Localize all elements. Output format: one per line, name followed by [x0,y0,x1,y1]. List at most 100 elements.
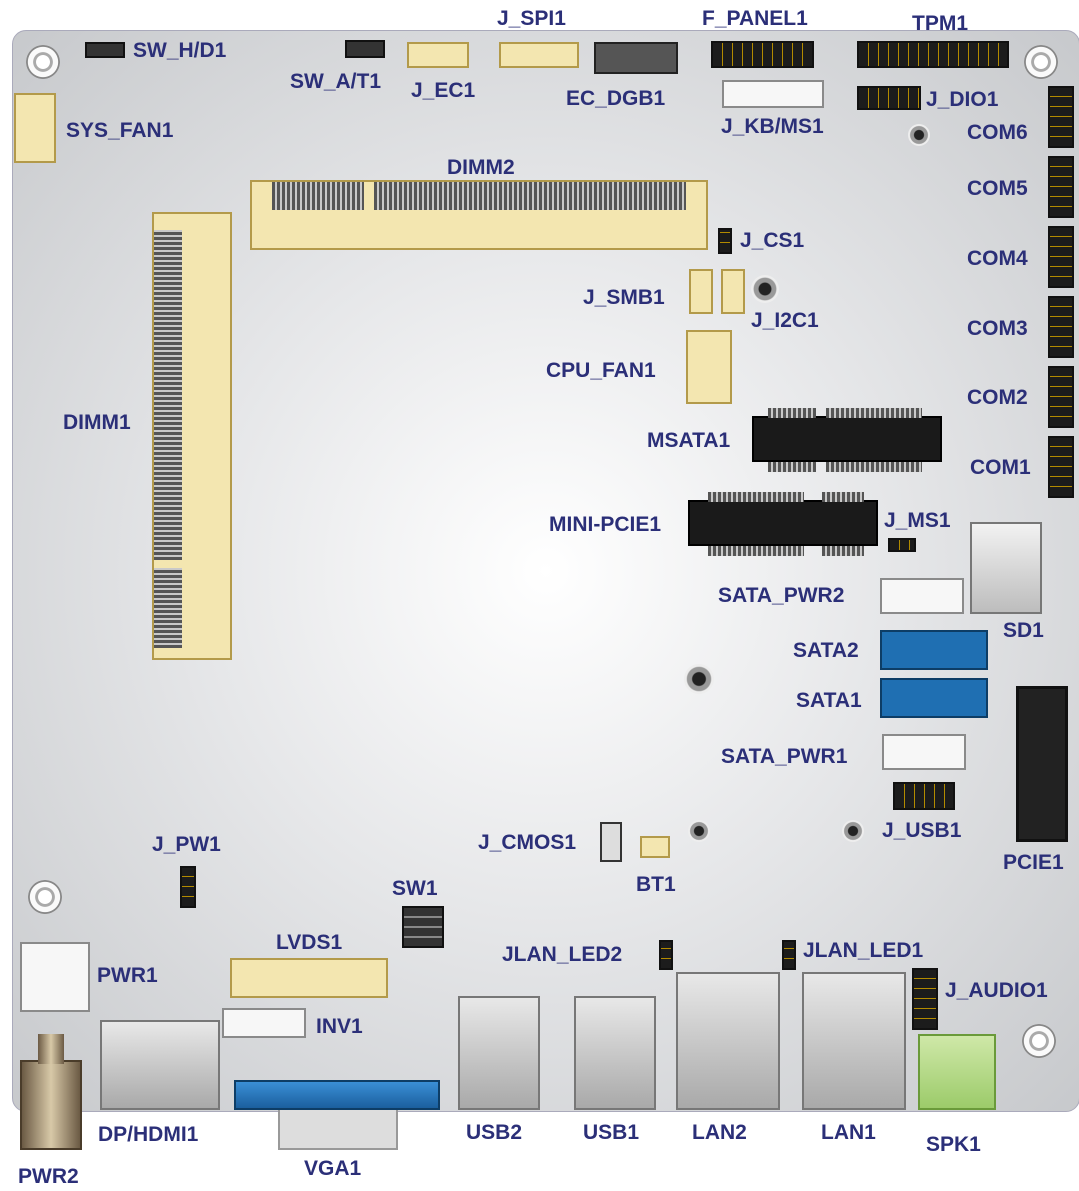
mounting-hole-top-left [26,45,60,79]
vga1-label: VGA1 [304,1157,362,1180]
com4-header [1048,226,1074,288]
com3-label: COM3 [967,317,1028,340]
pwr2-dc-jack[interactable] [20,1060,82,1150]
sata-pwr2-label: SATA_PWR2 [718,584,845,607]
com3-header [1048,296,1074,358]
sw1-dip-switch[interactable] [402,906,444,948]
usb1-port[interactable] [574,996,656,1110]
j-cs1-jumper [718,228,732,254]
sd1-slot[interactable] [970,522,1042,614]
dp-hdmi1-port[interactable] [100,1020,220,1110]
lan2-port[interactable] [676,972,780,1110]
sd1-label: SD1 [1003,619,1044,642]
tpm1-label: TPM1 [912,12,969,35]
ec-dgb1-connector [594,42,678,74]
cpu-fan1-connector [686,330,732,404]
sata-pwr1-connector [882,734,966,770]
j-cmos1-label: J_CMOS1 [478,831,577,854]
pwr1-label: PWR1 [97,964,158,987]
j-ec1-label: J_EC1 [411,79,476,102]
j-ec1-connector [407,42,469,68]
j-dio1-label: J_DIO1 [926,88,999,111]
mounting-hole-bottom-right [1022,1024,1056,1058]
j-pw1-jumper [180,866,196,908]
bt1-label: BT1 [636,873,676,896]
usb2-port[interactable] [458,996,540,1110]
pwr2-barrel [38,1034,64,1064]
j-kbms1-connector [722,80,824,108]
j-usb1-header [893,782,955,810]
j-smb1-connector [689,269,713,314]
dimm1-label: DIMM1 [63,411,131,434]
usb1-label: USB1 [583,1121,640,1144]
lan1-port[interactable] [802,972,906,1110]
jlan-led1-label: JLAN_LED1 [803,939,924,962]
sata1-port[interactable] [880,678,988,718]
mini-pcie1-pins [822,492,864,502]
inv1-label: INV1 [316,1015,363,1038]
inv1-connector [222,1008,306,1038]
j-spi1-connector [499,42,579,68]
lan2-label: LAN2 [692,1121,747,1144]
dimm2-label: DIMM2 [447,156,515,179]
mounting-hole-top-right [1024,45,1058,79]
com2-label: COM2 [967,386,1028,409]
lvds1-connector [230,958,388,998]
cpu-fan1-label: CPU_FAN1 [546,359,656,382]
j-cs1-label: J_CS1 [740,229,805,252]
lvds1-label: LVDS1 [276,931,343,954]
jlan-led2-jumper [659,940,673,970]
sata2-port[interactable] [880,630,988,670]
lan1-label: LAN1 [821,1121,876,1144]
sw-at1-label: SW_A/T1 [290,70,382,93]
pcie1-slot[interactable] [1016,686,1068,842]
msata1-pins [768,462,816,472]
sw-hd1-label: SW_H/D1 [133,39,227,62]
mini-pcie1-pins [708,546,804,556]
j-smb1-label: J_SMB1 [583,286,665,309]
standoff [688,820,710,842]
vga1-shell [278,1110,398,1150]
j-dio1-header [857,86,921,110]
j-audio1-label: J_AUDIO1 [945,979,1048,1002]
sata-pwr2-connector [880,578,964,614]
sw-hd1-switch[interactable] [85,42,125,58]
sw-at1-switch[interactable] [345,40,385,58]
j-i2c1-label: J_I2C1 [751,309,819,332]
pwr2-label: PWR2 [18,1165,79,1188]
mini-pcie1-pins [708,492,804,502]
dimm1-pins [154,568,182,648]
spk1-audio-jack[interactable] [918,1034,996,1110]
com5-label: COM5 [967,177,1028,200]
jlan-led2-label: JLAN_LED2 [502,943,623,966]
j-usb1-label: J_USB1 [882,819,962,842]
dp-hdmi1-label: DP/HDMI1 [98,1123,199,1146]
standoff [751,275,779,303]
sw1-label: SW1 [392,877,438,900]
mini-pcie1-label: MINI-PCIE1 [549,513,662,536]
mini-pcie1-slot[interactable] [688,500,878,546]
pcie1-label: PCIE1 [1003,851,1064,874]
com4-label: COM4 [967,247,1028,270]
f-panel1-header [711,41,814,68]
sata-pwr1-label: SATA_PWR1 [721,745,848,768]
standoff [842,820,864,842]
dimm2-pins [272,182,364,210]
j-cmos1-jumper[interactable] [600,822,622,862]
com1-header [1048,436,1074,498]
msata1-pins [826,462,922,472]
j-i2c1-connector [721,269,745,314]
vga1-port[interactable] [234,1080,440,1110]
j-audio1-header [912,968,938,1030]
sys-fan1-connector [14,93,56,163]
msata1-slot[interactable] [752,416,942,462]
ec-dgb1-label: EC_DGB1 [566,87,666,110]
j-ms1-label: J_MS1 [884,509,951,532]
com6-label: COM6 [967,121,1028,144]
msata1-pins [826,408,922,418]
jlan-led1-jumper [782,940,796,970]
com2-header [1048,366,1074,428]
sata1-label: SATA1 [796,689,862,712]
bt1-connector [640,836,670,858]
com1-label: COM1 [970,456,1031,479]
